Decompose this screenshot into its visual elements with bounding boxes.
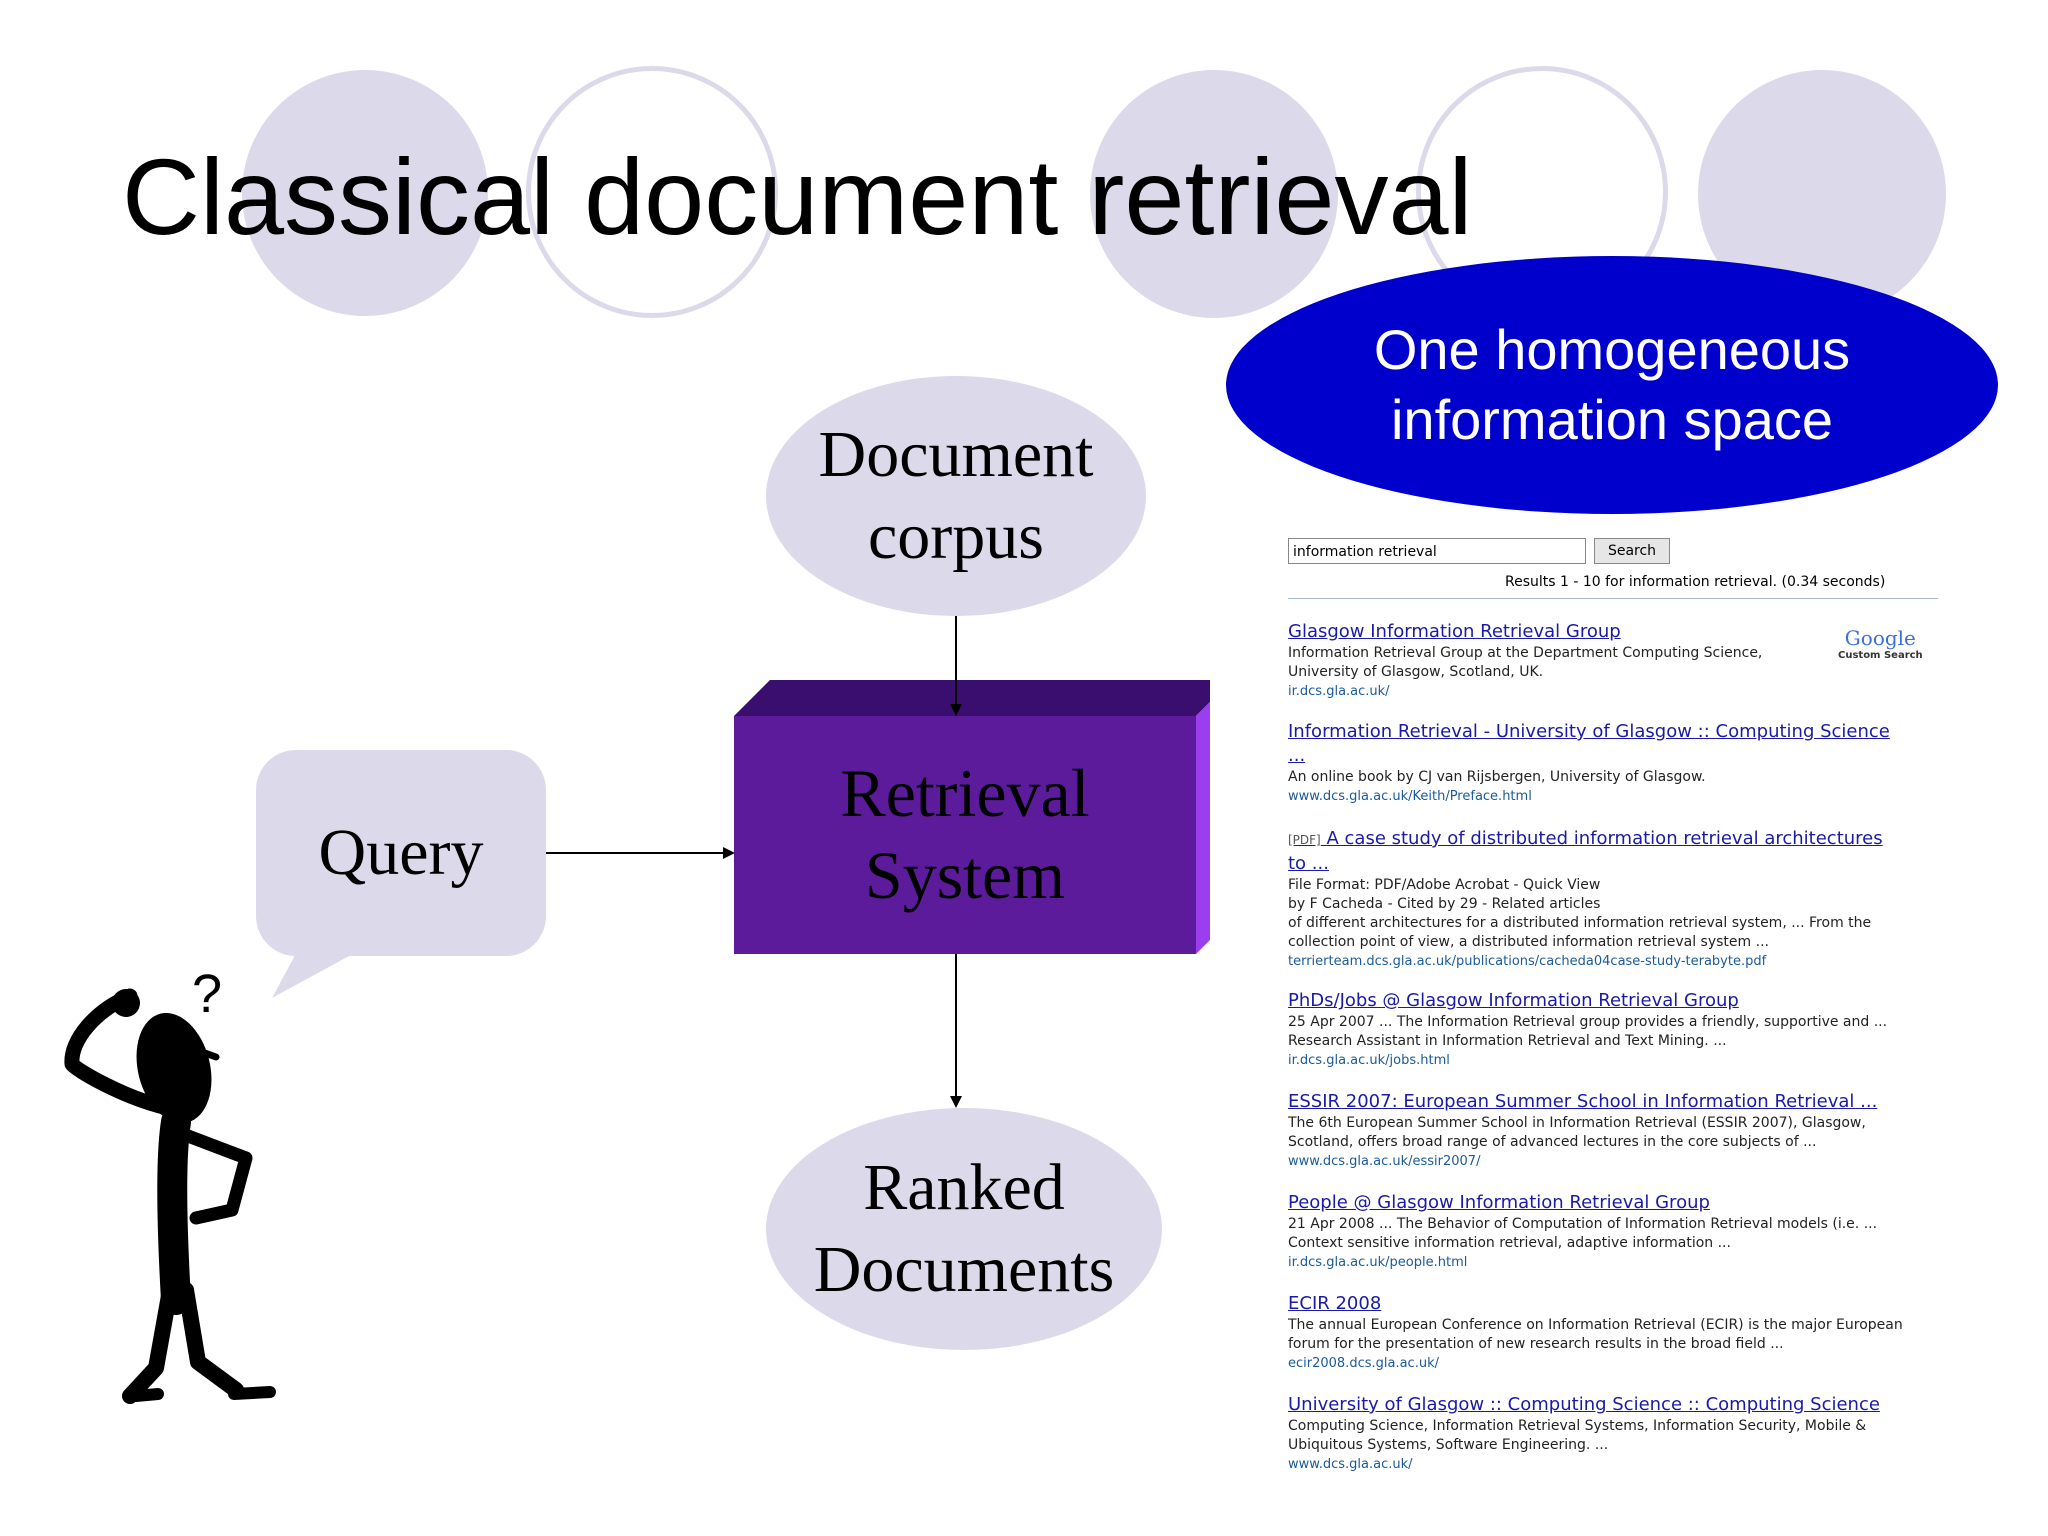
stick-figure-hand	[112, 989, 140, 1017]
stick-figure-arm-raised	[64, 988, 176, 1116]
result-snippet: Scotland, offers broad range of advanced…	[1288, 1134, 1817, 1150]
search-result: PhDs/Jobs @ Glasgow Information Retrieva…	[1288, 989, 1938, 1070]
slide-title: Classical document retrieval	[122, 136, 1473, 257]
search-results-panel: information retrieval Search Results 1 -…	[1210, 530, 2048, 1536]
result-url: www.dcs.gla.ac.uk/essir2007/	[1288, 1154, 1481, 1169]
search-result: ESSIR 2007: European Summer School in In…	[1288, 1090, 1938, 1171]
result-snippet: The annual European Conference on Inform…	[1288, 1317, 1903, 1333]
search-result: University of Glasgow :: Computing Scien…	[1288, 1393, 1938, 1474]
results-stats: Results 1 - 10 for information retrieval…	[1505, 574, 1886, 590]
result-url: www.dcs.gla.ac.uk/Keith/Preface.html	[1288, 789, 1532, 804]
document-corpus-line2: corpus	[868, 500, 1044, 573]
result-type-tag: [PDF]	[1288, 833, 1321, 847]
custom-search-caption: Custom Search	[1838, 650, 1923, 661]
result-snippet: of different architectures for a distrib…	[1288, 915, 1872, 931]
result-title-link[interactable]: PhDs/Jobs @ Glasgow Information Retrieva…	[1288, 990, 1739, 1011]
result-title-link[interactable]: A case study of distributed information …	[1326, 828, 1883, 849]
result-snippet: The 6th European Summer School in Inform…	[1288, 1115, 1866, 1131]
result-snippet: 21 Apr 2008 ... The Behavior of Computat…	[1288, 1216, 1878, 1232]
result-snippet: Computing Science, Information Retrieval…	[1288, 1418, 1867, 1434]
result-url: ecir2008.dcs.gla.ac.uk/	[1288, 1356, 1439, 1371]
stick-figure-torso	[157, 1107, 191, 1315]
stick-figure-foot-right	[228, 1386, 276, 1400]
result-snippet: University of Glasgow, Scotland, UK.	[1288, 664, 1544, 680]
retrieval-system-line2: System	[864, 837, 1066, 913]
result-title-link-cont[interactable]: ...	[1288, 745, 1306, 766]
query-bubble: Query	[256, 750, 546, 956]
result-url: www.dcs.gla.ac.uk/	[1288, 1457, 1413, 1472]
result-url: ir.dcs.gla.ac.uk/	[1288, 684, 1390, 699]
search-result: ECIR 2008 The annual European Conference…	[1288, 1292, 1938, 1373]
search-result: People @ Glasgow Information Retrieval G…	[1288, 1191, 1938, 1272]
result-url: ir.dcs.gla.ac.uk/people.html	[1288, 1255, 1468, 1270]
ranked-documents-bubble: Ranked Documents	[766, 1108, 1162, 1350]
decor-ring-1	[526, 66, 778, 318]
retrieval-system-label: Retrieval System	[734, 716, 1196, 954]
result-title-link[interactable]: ESSIR 2007: European Summer School in In…	[1288, 1091, 1878, 1112]
result-title-link[interactable]: ECIR 2008	[1288, 1293, 1382, 1314]
result-snippet: Information Retrieval Group at the Depar…	[1288, 645, 1763, 661]
query-label: Query	[318, 816, 484, 889]
search-button[interactable]: Search	[1594, 538, 1670, 564]
decor-circle-1	[242, 70, 488, 316]
search-input[interactable]: information retrieval	[1288, 538, 1586, 564]
result-snippet: 25 Apr 2007 ... The Information Retrieva…	[1288, 1014, 1888, 1030]
decor-circle-2	[1090, 70, 1338, 318]
stats-divider	[1288, 598, 1938, 599]
retrieval-box-front	[734, 716, 1196, 954]
stick-figure-head	[136, 1012, 212, 1124]
stick-figure-arm-hip	[181, 1129, 253, 1225]
result-snippet: An online book by CJ van Rijsbergen, Uni…	[1288, 769, 1706, 785]
ranked-documents-line2: Documents	[813, 1233, 1115, 1306]
info-space-line1: One homogeneous	[1373, 318, 1851, 381]
result-title-link[interactable]: University of Glasgow :: Computing Scien…	[1288, 1394, 1880, 1415]
thought-question-mark: ?	[192, 964, 222, 1024]
ranked-documents-line1: Ranked	[863, 1150, 1065, 1224]
result-title-link[interactable]: Glasgow Information Retrieval Group	[1288, 621, 1621, 642]
result-snippet: collection point of view, a distributed …	[1288, 934, 1769, 950]
google-logo-text: Google	[1844, 626, 1916, 650]
result-url: ir.dcs.gla.ac.uk/jobs.html	[1288, 1053, 1450, 1068]
result-title-link[interactable]: People @ Glasgow Information Retrieval G…	[1288, 1192, 1710, 1213]
retrieval-system-line1: Retrieval	[840, 755, 1090, 832]
document-corpus-line1: Document	[818, 417, 1094, 491]
stick-figure-foot-left	[130, 1388, 164, 1402]
search-result: [PDF] A case study of distributed inform…	[1288, 827, 1938, 971]
stick-figure-nose	[198, 1048, 220, 1061]
stick-figure-leg-left	[122, 1282, 178, 1404]
retrieval-box-top	[734, 680, 1232, 716]
stick-figure-leg-right	[178, 1282, 244, 1398]
info-space-ellipse: One homogeneous information space	[1226, 256, 1998, 514]
result-file-format: File Format: PDF/Adobe Acrobat - Quick V…	[1288, 877, 1601, 893]
result-citation-line: by F Cacheda - Cited by 29 - Related art…	[1288, 896, 1601, 912]
search-result: Information Retrieval - University of Gl…	[1288, 720, 1938, 806]
document-corpus-bubble: Document corpus	[766, 376, 1146, 616]
result-title-link[interactable]: Information Retrieval - University of Gl…	[1288, 721, 1890, 742]
google-custom-search-logo: Google Custom Search	[1838, 626, 1923, 661]
result-snippet: Ubiquitous Systems, Software Engineering…	[1288, 1437, 1609, 1453]
result-snippet: forum for the presentation of new resear…	[1288, 1336, 1784, 1352]
result-snippet: Research Assistant in Information Retrie…	[1288, 1033, 1727, 1049]
search-result: Glasgow Information Retrieval Group Info…	[1288, 620, 1828, 701]
stick-figure	[64, 988, 276, 1404]
result-url: terrierteam.dcs.gla.ac.uk/publications/c…	[1288, 954, 1767, 969]
query-bubble-tail	[272, 946, 360, 998]
info-space-line2: information space	[1390, 388, 1833, 451]
result-snippet: Context sensitive information retrieval,…	[1288, 1235, 1731, 1251]
result-title-link-cont[interactable]: to ...	[1288, 853, 1329, 874]
